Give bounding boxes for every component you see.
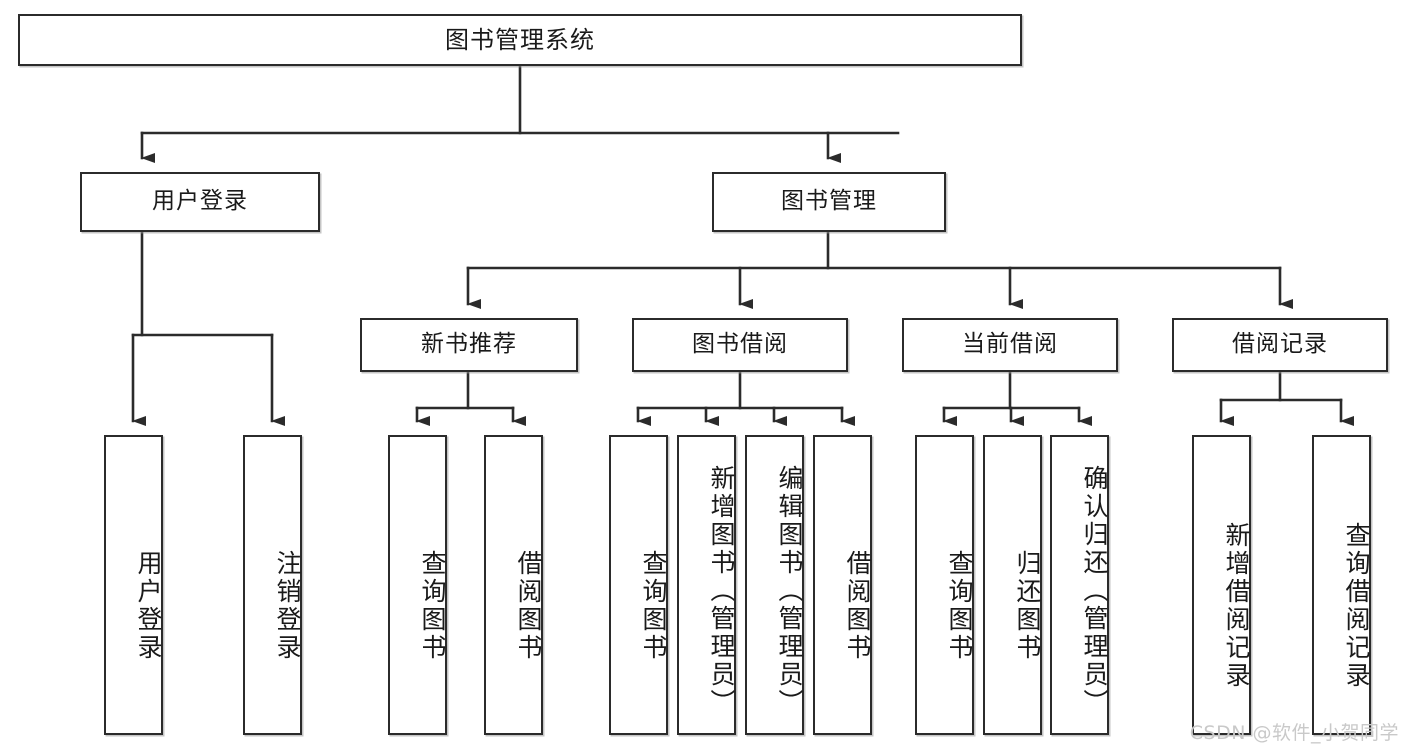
leaf-user-login[interactable]: 用户登录: [104, 435, 163, 735]
leaf-query-book-recommend[interactable]: 查询图书: [388, 435, 447, 735]
leaf-add-book-admin[interactable]: 新增图书（管理员）: [677, 435, 736, 735]
leaf-borrow-book-recommend[interactable]: 借阅图书: [484, 435, 543, 735]
node-new-book-recommend[interactable]: 新书推荐: [360, 318, 578, 372]
leaf-confirm-return-admin[interactable]: 确认归还（管理员）: [1050, 435, 1109, 735]
node-user-login-group[interactable]: 用户登录: [80, 172, 320, 232]
node-borrow-record[interactable]: 借阅记录: [1172, 318, 1388, 372]
leaf-edit-book-admin[interactable]: 编辑图书（管理员）: [745, 435, 804, 735]
leaf-return-book[interactable]: 归还图书: [983, 435, 1042, 735]
node-root-system[interactable]: 图书管理系统: [18, 14, 1022, 66]
leaf-query-book-borrow[interactable]: 查询图书: [609, 435, 668, 735]
leaf-query-borrow-record[interactable]: 查询借阅记录: [1312, 435, 1371, 735]
watermark-text: CSDN @软件_小贺同学: [1189, 722, 1399, 744]
leaf-add-borrow-record[interactable]: 新增借阅记录: [1192, 435, 1251, 735]
leaf-query-book-current[interactable]: 查询图书: [915, 435, 974, 735]
node-book-management-group[interactable]: 图书管理: [712, 172, 946, 232]
leaf-borrow-book[interactable]: 借阅图书: [813, 435, 872, 735]
node-book-borrow[interactable]: 图书借阅: [632, 318, 848, 372]
node-current-borrow[interactable]: 当前借阅: [902, 318, 1118, 372]
leaf-logout[interactable]: 注销登录: [243, 435, 302, 735]
